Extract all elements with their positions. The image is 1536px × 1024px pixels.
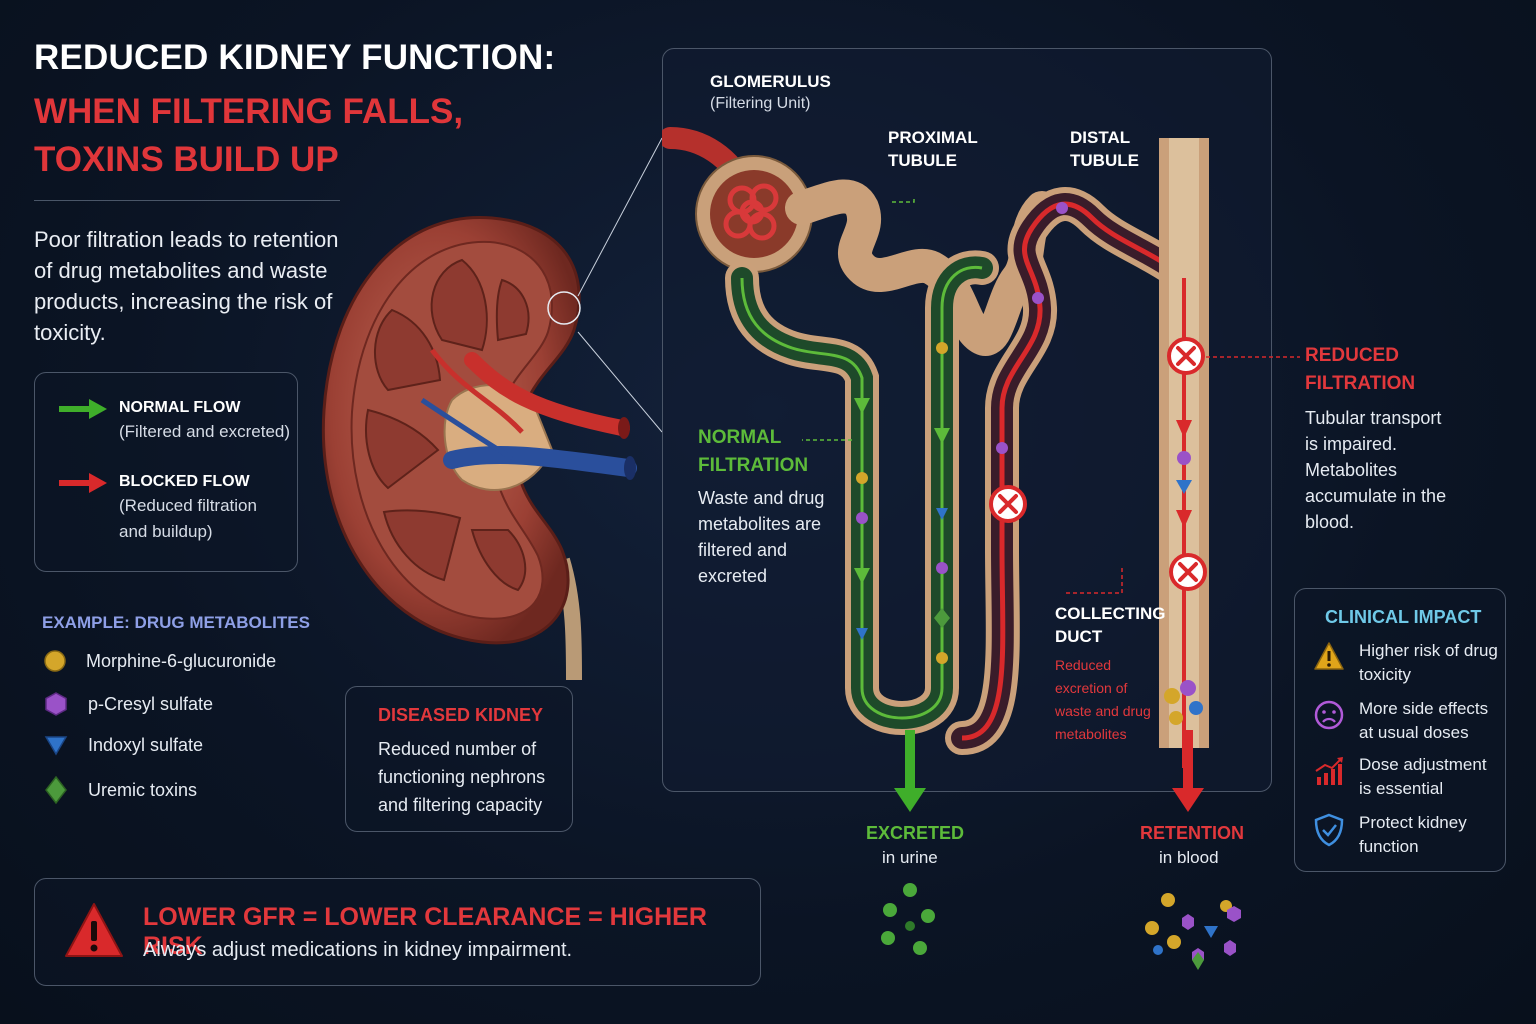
normal-filtration-label: NORMAL FILTRATION bbox=[698, 427, 809, 476]
renal-pyramids bbox=[365, 258, 530, 592]
gfr-headline: LOWER GFR = LOWER CLEARANCE = HIGHER RIS… bbox=[143, 903, 707, 960]
example-item: Indoxyl sulfate bbox=[44, 734, 203, 756]
warning-icon bbox=[65, 903, 123, 957]
reduced-leader bbox=[1206, 356, 1300, 358]
metabolite-particles bbox=[856, 202, 1203, 725]
legend-blocked-sub: (Reduced filtration and buildup) bbox=[119, 496, 257, 541]
artery-branch bbox=[430, 348, 524, 434]
example-item: Uremic toxins bbox=[44, 776, 197, 804]
clinical-impact-box: CLINICAL IMPACT Higher risk of drug toxi… bbox=[1294, 588, 1506, 872]
clinical-item: Higher risk of drug toxicity bbox=[1313, 639, 1499, 687]
renal-artery bbox=[464, 352, 630, 436]
kidney-illustration bbox=[321, 215, 637, 680]
proximal-leader bbox=[892, 198, 915, 203]
normal-filtration-text: Waste and drug metabolites are filtered … bbox=[698, 488, 825, 586]
distal-tubule-label: DISTAL TUBULE bbox=[1070, 128, 1139, 170]
intro-text: Poor filtration leads to retention of dr… bbox=[34, 227, 339, 345]
yellow-circle-icon bbox=[44, 650, 66, 672]
shield-icon bbox=[1314, 813, 1344, 847]
excreted-sub: in urine bbox=[882, 848, 938, 867]
gfr-text: Always adjust medications in kidney impa… bbox=[143, 939, 573, 961]
clinical-item: Dose adjustment is essential bbox=[1313, 753, 1499, 801]
renal-vein bbox=[443, 445, 637, 477]
reduced-filtration-text: Tubular transport is impaired. Metabolit… bbox=[1305, 408, 1447, 532]
purple-hexagon-icon bbox=[45, 692, 67, 716]
glomerulus-sub: (Filtering Unit) bbox=[710, 95, 811, 112]
diseased-text: Reduced number of functioning nephrons a… bbox=[378, 739, 546, 815]
blue-triangle-icon bbox=[44, 736, 68, 756]
sad-face-icon bbox=[1314, 700, 1344, 730]
legend-normal-sub: (Filtered and excreted) bbox=[119, 422, 291, 441]
vein-branch bbox=[420, 397, 514, 461]
legend-normal-label: NORMAL FLOW bbox=[119, 399, 241, 416]
retention-label: RETENTION bbox=[1140, 823, 1245, 843]
blocked-x-icon bbox=[1167, 337, 1205, 375]
collecting-duct-label: COLLECTING DUCT bbox=[1055, 604, 1166, 646]
glomerulus-capillaries bbox=[723, 183, 779, 241]
clinical-item-label: More side effects at usual doses bbox=[1359, 699, 1489, 742]
title-line-1: REDUCED KIDNEY FUNCTION: bbox=[34, 38, 556, 77]
clinical-item-label: Protect kidney function bbox=[1359, 813, 1467, 856]
diseased-kidney-box: DISEASED KIDNEY Reduced number of functi… bbox=[345, 686, 573, 832]
proximal-tubule-label: PROXIMAL TUBULE bbox=[888, 128, 978, 170]
excreted-arrow bbox=[894, 730, 926, 812]
legend-normal-flow: NORMAL FLOW (Filtered and excreted) bbox=[57, 397, 290, 445]
red-flow-arrows bbox=[1176, 420, 1192, 528]
example-label: p-Cresyl sulfate bbox=[88, 693, 214, 714]
zoom-circle bbox=[547, 291, 581, 325]
title-line-2: WHEN FILTERING FALLS, TOXINS BUILD UP bbox=[34, 92, 464, 179]
collecting-duct-text: Reduced excretion of waste and drug meta… bbox=[1055, 657, 1151, 742]
excreted-particles bbox=[881, 883, 935, 955]
nephron-diagram bbox=[662, 127, 1209, 768]
legend-blocked-flow: BLOCKED FLOW (Reduced filtration and bui… bbox=[57, 471, 279, 545]
retention-particles bbox=[1145, 893, 1241, 970]
clinical-item: More side effects at usual doses bbox=[1313, 697, 1499, 745]
excreted-label: EXCRETED bbox=[866, 823, 965, 843]
retention-arrow bbox=[1172, 730, 1204, 812]
green-flow-line bbox=[740, 265, 983, 720]
flow-legend: NORMAL FLOW (Filtered and excreted) BLOC… bbox=[34, 372, 298, 572]
red-arrow-icon bbox=[59, 473, 107, 493]
vein-opening bbox=[624, 456, 636, 480]
green-flow-arrows bbox=[854, 398, 950, 584]
chart-trend-icon bbox=[1315, 757, 1343, 785]
retention-sub: in blood bbox=[1159, 848, 1219, 867]
diseased-title: DISEASED KIDNEY bbox=[378, 705, 544, 725]
green-diamond-icon bbox=[45, 776, 67, 804]
example-label: Uremic toxins bbox=[88, 779, 198, 800]
gfr-callout: LOWER GFR = LOWER CLEARANCE = HIGHER RIS… bbox=[34, 878, 761, 986]
glomerulus-label: GLOMERULUS bbox=[710, 72, 831, 91]
warning-icon bbox=[1314, 642, 1344, 670]
collecting-leader bbox=[1066, 568, 1123, 594]
example-label: Morphine-6-glucuronide bbox=[86, 650, 277, 671]
clinical-item-label: Higher risk of drug toxicity bbox=[1359, 641, 1498, 684]
proximal-tubule-wall bbox=[785, 179, 1059, 356]
blocked-x-icon bbox=[989, 485, 1027, 523]
green-arrow-icon bbox=[59, 399, 107, 419]
example-item: p-Cresyl sulfate bbox=[44, 692, 213, 716]
clinical-title: CLINICAL IMPACT bbox=[1325, 607, 1482, 627]
artery-opening bbox=[618, 417, 630, 439]
reduced-filtration-label: REDUCED FILTRATION bbox=[1305, 345, 1416, 394]
clinical-item-label: Dose adjustment is essential bbox=[1359, 755, 1487, 798]
examples-title: EXAMPLE: DRUG METABOLITES bbox=[42, 613, 310, 632]
title-divider bbox=[34, 200, 340, 201]
legend-blocked-label: BLOCKED FLOW bbox=[119, 473, 250, 490]
example-label: Indoxyl sulfate bbox=[88, 734, 204, 755]
example-item: Morphine-6-glucuronide bbox=[44, 650, 276, 672]
blocked-x-icon bbox=[1169, 553, 1207, 591]
clinical-item: Protect kidney function bbox=[1313, 811, 1499, 859]
